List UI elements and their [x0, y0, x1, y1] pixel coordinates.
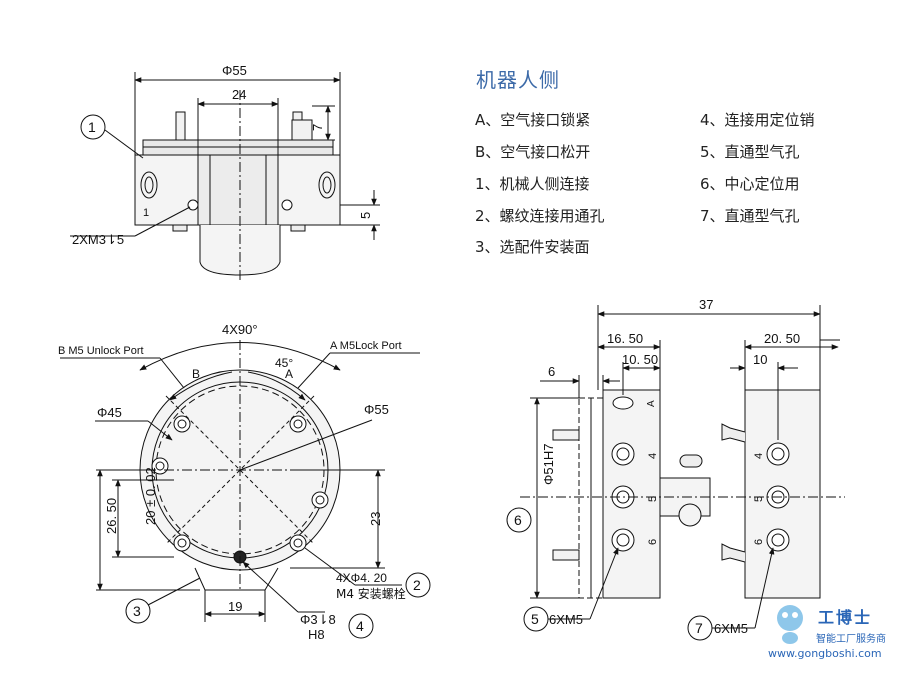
dim-dia51: Φ51H7: [541, 444, 556, 485]
balloon-3: [125, 598, 151, 624]
legend-item-7: 7、直通型气孔: [700, 207, 800, 225]
dim-20: 20 ± 0. 02: [143, 467, 158, 525]
balloon-6-label: 6: [514, 512, 522, 528]
legend-item-5: 5、直通型气孔: [700, 143, 800, 161]
balloon-3-label: 3: [133, 603, 141, 619]
dim-24: 24: [232, 87, 246, 102]
side-view: [520, 305, 845, 629]
port-6-left: 6: [647, 539, 659, 545]
thread-label-5: 6XM5: [549, 612, 583, 627]
dim-19: 19: [228, 599, 242, 614]
letter-b: B: [192, 367, 200, 381]
balloon-7-label: 7: [695, 620, 703, 636]
face-mark-1: 1: [143, 207, 149, 219]
dim-23: 23: [368, 512, 383, 526]
dim-dia55-front: Φ55: [364, 402, 389, 417]
dim-5-top: 5: [358, 212, 373, 219]
watermark-name: 工博士: [818, 608, 873, 627]
dim-37: 37: [699, 297, 713, 312]
letter-a: A: [285, 367, 293, 381]
dim-10-50: 10. 50: [622, 352, 658, 367]
dim-20-50: 20. 50: [764, 331, 800, 346]
legend-item-a: A、空气接口锁紧: [475, 111, 591, 129]
legend-item-3: 3、选配件安装面: [475, 238, 590, 256]
port-4-left: 4: [647, 453, 659, 459]
dim-7: 7: [310, 124, 325, 131]
port-a-label: A M5Lock Port: [330, 340, 402, 352]
port-b-label: B M5 Unlock Port: [58, 345, 144, 357]
side-view-labels: 37 16. 50 10. 50 20. 50 10 6 Φ51H7 A 4 5…: [506, 297, 800, 641]
port-a-side: A: [646, 400, 657, 407]
angle-4x90: 4X90°: [222, 322, 258, 337]
legend-item-6: 6、中心定位用: [700, 175, 800, 193]
watermark-url: www.gongboshi.com: [768, 647, 882, 660]
balloon-2: [405, 572, 431, 598]
dim-10: 10: [753, 352, 767, 367]
legend-item-b: B、空气接口松开: [475, 143, 591, 161]
thread-label-top: 2XM3⇂5: [72, 232, 124, 247]
screw-label: M4 安装螺栓: [336, 586, 406, 601]
thread-label-7: 6XM5: [714, 621, 748, 636]
front-view-labels: 4X90° 45° B M5 Unlock Port A M5Lock Port…: [58, 322, 431, 642]
balloon-4-label: 4: [356, 618, 364, 634]
holes-label: 4XΦ4. 20: [336, 571, 387, 585]
balloon-1: [80, 114, 106, 140]
legend-title: 机器人侧: [476, 68, 560, 92]
port-4-right: 4: [753, 453, 765, 459]
watermark-mascot: [777, 605, 803, 644]
balloon-5: [523, 606, 549, 632]
front-view: [60, 340, 420, 622]
dim-dia45: Φ45: [97, 405, 122, 420]
legend-item-1: 1、机械人侧连接: [475, 175, 590, 193]
legend-item-2: 2、螺纹连接用通孔: [475, 207, 605, 225]
dim-6: 6: [548, 364, 555, 379]
angle-45: 45°: [275, 356, 293, 370]
port-5-right: 5: [753, 496, 765, 502]
top-view: [70, 72, 380, 282]
watermark-subtitle: 智能工厂服务商: [816, 634, 886, 645]
top-view-labels: Φ55 24 7 5 2XM3⇂5 1 1: [72, 63, 373, 247]
pin-label: Φ3⇂8: [300, 612, 336, 627]
dim-16-50: 16. 50: [607, 331, 643, 346]
balloon-5-label: 5: [531, 611, 539, 627]
dim-26-50: 26. 50: [104, 498, 119, 534]
port-6-right: 6: [753, 539, 765, 545]
dim-dia55-top: Φ55: [222, 63, 247, 78]
balloon-7: [687, 615, 713, 641]
balloon-2-label: 2: [413, 577, 421, 593]
balloon-6: [506, 507, 532, 533]
h8-label: H8: [308, 627, 325, 642]
legend-item-4: 4、连接用定位销: [700, 111, 815, 129]
balloon-1-label: 1: [88, 119, 96, 135]
port-5-left: 5: [647, 496, 659, 502]
balloon-4: [348, 613, 374, 639]
